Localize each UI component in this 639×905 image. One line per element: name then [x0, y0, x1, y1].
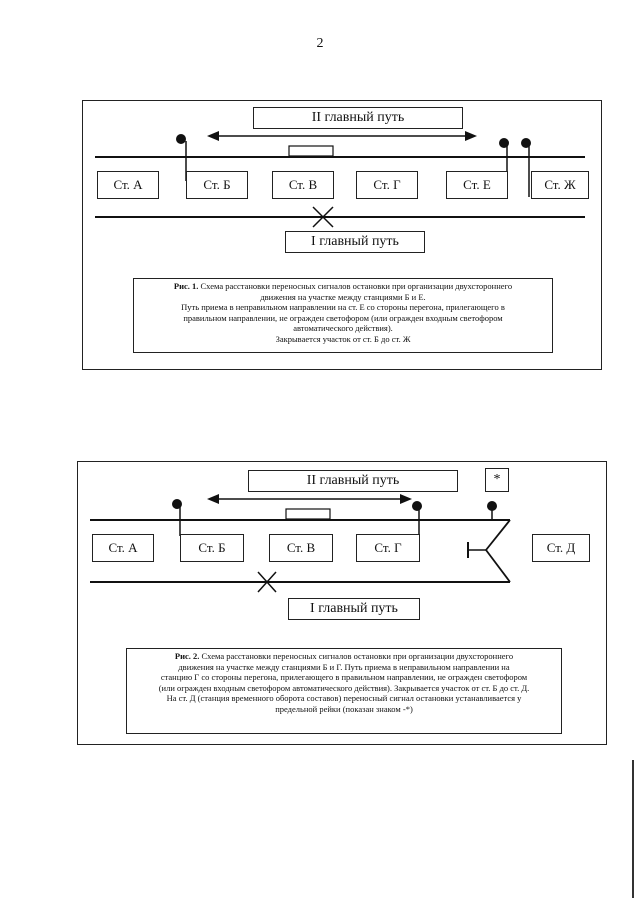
track-i-label: I главный путь — [285, 231, 425, 253]
station-a: Ст. А — [97, 171, 159, 199]
station-zh: Ст. Ж — [531, 171, 589, 199]
station-e: Ст. Е — [446, 171, 508, 199]
figure-1-caption: Рис. 1. Схема расстановки переносных сиг… — [133, 278, 553, 353]
station-b: Ст. Б — [186, 171, 248, 199]
figure-1-frame: II главный путь I главный путь Ст. А Ст.… — [82, 100, 602, 370]
station-d: Ст. Д — [532, 534, 590, 562]
caption-line: правильном направлении, не огражден свет… — [183, 312, 503, 323]
turnaround-diagonal — [485, 519, 511, 551]
signal-g-icon — [412, 501, 422, 511]
figure-2-frame: * II главный путь I главный путь Ст. А С… — [77, 461, 607, 745]
track-ii-label: II главный путь — [253, 107, 463, 129]
caption-line: станцию Г со стороны перегона, прилегающ… — [160, 672, 528, 682]
station-v: Ст. В — [272, 171, 334, 199]
arrow-right-head — [465, 131, 477, 141]
station-g: Ст. Г — [356, 534, 420, 562]
caption-line: На ст. Д (станция временного оборота сос… — [166, 693, 522, 703]
caption-line: Схема расстановки переносных сигналов ос… — [201, 651, 514, 661]
station-v: Ст. В — [269, 534, 333, 562]
caption-line: автоматического действия). — [293, 323, 393, 333]
track-i-label: I главный путь — [288, 598, 420, 620]
caption-line: предельной рейки (показан знаком -*) — [275, 703, 413, 714]
caption-figure-label: Рис. 1. — [173, 281, 199, 291]
signal-e-icon — [499, 138, 509, 148]
caption-figure-label: Рис. 2. — [174, 651, 200, 661]
track-ii-label: II главный путь — [248, 470, 458, 492]
arrow-right-head — [400, 494, 412, 504]
track-section-block — [285, 508, 331, 520]
station-b: Ст. Б — [180, 534, 244, 562]
scan-margin-line — [632, 760, 634, 898]
signal-b-icon — [176, 134, 186, 144]
station-g: Ст. Г — [356, 171, 418, 199]
track-section-block — [288, 145, 334, 157]
figure-1-track-diagram — [95, 131, 585, 228]
signal-d-icon — [487, 501, 497, 511]
figure-2-track-diagram — [90, 494, 511, 593]
page-number: 2 — [316, 36, 324, 51]
signal-zh-icon — [521, 138, 531, 148]
caption-line: движения на участке между станциями Б и … — [178, 661, 510, 672]
caption-line: (или огражден входным светофором автомат… — [158, 682, 530, 693]
caption-line: Схема расстановки переносных сигналов ос… — [200, 281, 513, 291]
figure-2-caption: Рис. 2. Схема расстановки переносных сиг… — [126, 648, 562, 734]
caption-line: движения на участке между станциями Б и … — [260, 291, 426, 302]
arrow-left-head — [207, 494, 219, 504]
caption-line: Путь приема в неправильном направлении н… — [181, 302, 505, 312]
signal-b-icon — [172, 499, 182, 509]
caption-line: Закрывается участок от ст. Б до ст. Ж — [275, 333, 411, 344]
arrow-left-head — [207, 131, 219, 141]
star-marker: * — [485, 468, 509, 492]
station-a: Ст. А — [92, 534, 154, 562]
